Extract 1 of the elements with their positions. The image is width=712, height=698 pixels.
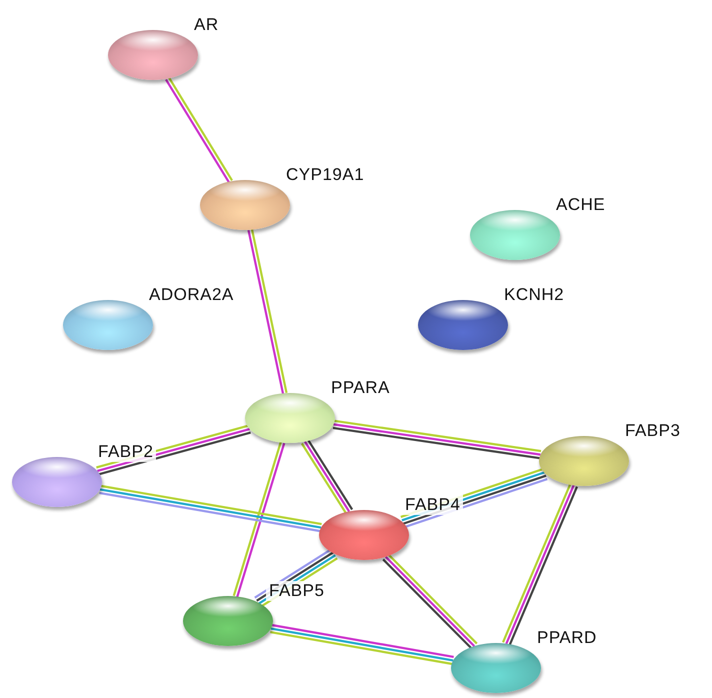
protein-label: FABP4 xyxy=(402,495,464,515)
